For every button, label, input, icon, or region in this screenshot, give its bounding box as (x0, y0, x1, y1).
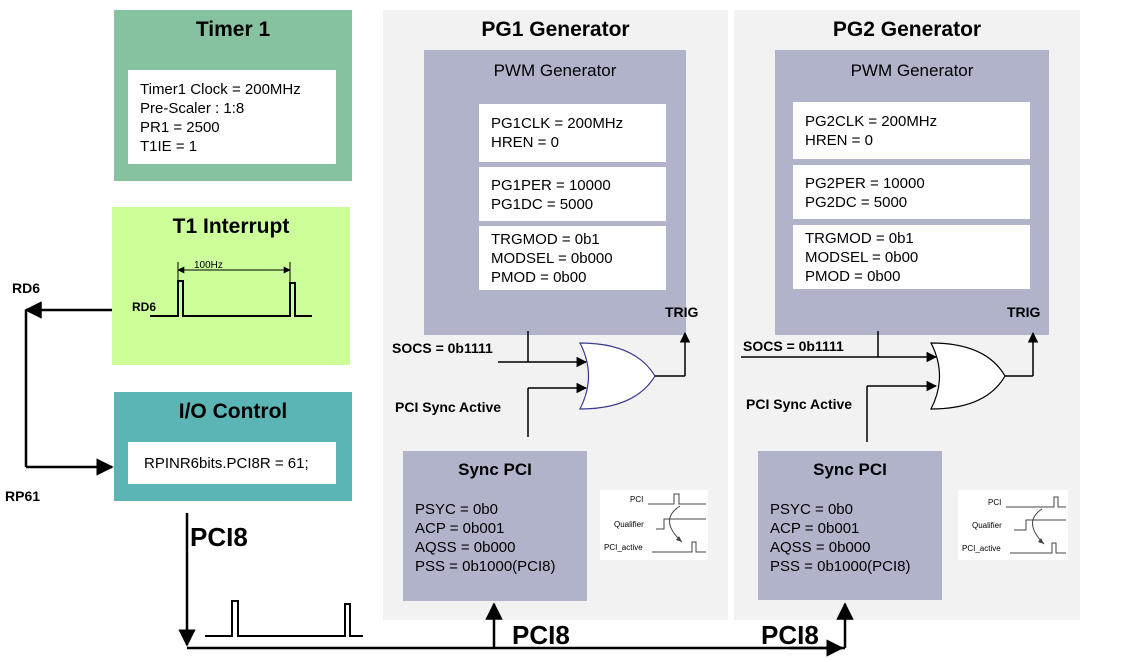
pg2-sync-line: AQSS = 0b000 (770, 539, 871, 556)
pg2-mode-line: MODSEL = 0b00 (805, 249, 919, 266)
pg2-trig-label: TRIG (1007, 304, 1041, 320)
pg1-socs-label: SOCS = 0b1111 (392, 340, 493, 356)
pg2-or-gate (930, 342, 1006, 410)
pci8-label-right: PCI8 (761, 620, 819, 650)
pg1-sync-line: PSYC = 0b0 (415, 501, 498, 518)
pci8-label-left: PCI8 (190, 522, 248, 552)
io-control-line: RPINR6bits.PCI8R = 61; (144, 455, 309, 472)
timer1-settings: Timer1 Clock = 200MHz Pre-Scaler : 1:8 P… (128, 70, 336, 164)
pg2-mode-box: TRGMOD = 0b1 MODSEL = 0b00 PMOD = 0b00 (793, 225, 1030, 289)
pci8-label-mid: PCI8 (512, 620, 570, 650)
pg1-sync-title: Sync PCI (458, 460, 532, 479)
pg1-mini-pci-active-label: PCI_active (604, 543, 643, 552)
pg2-title: PG2 Generator (832, 18, 982, 41)
pg1-sync-line: PSS = 0b1000(PCI8) (415, 558, 556, 575)
pg1-title: PG1 Generator (481, 18, 630, 41)
pg1-period-line: PG1PER = 10000 (491, 177, 611, 194)
t1-interrupt-title: T1 Interrupt (172, 215, 290, 238)
timer1-line: T1IE = 1 (140, 138, 198, 155)
rd6-pin-label: RD6 (12, 280, 41, 296)
pg2-pci-sync-active-label: PCI Sync Active (746, 396, 853, 412)
pg1-clock-box: PG1CLK = 200MHz HREN = 0 (479, 104, 666, 162)
pg1-timing-diagram: PCI Qualifier PCI_active (600, 490, 708, 560)
pg2-mini-pci-active-label: PCI_active (962, 544, 1001, 553)
pg2-mini-qualifier-label: Qualifier (972, 521, 1002, 530)
rd6-signal-label: RD6 (132, 300, 157, 314)
pg1-mini-qualifier-label: Qualifier (614, 520, 644, 529)
pg2-mini-pci-label: PCI (988, 498, 1002, 507)
pg1-clock-line: HREN = 0 (491, 134, 559, 151)
pg1-mode-box: TRGMOD = 0b1 MODSEL = 0b000 PMOD = 0b00 (479, 226, 666, 290)
pg1-period-box: PG1PER = 10000 PG1DC = 5000 (479, 167, 666, 221)
pg2-pwm-title: PWM Generator (850, 61, 974, 80)
io-control-setting: RPINR6bits.PCI8R = 61; (128, 442, 336, 484)
pg2-period-line: PG2DC = 5000 (805, 194, 908, 211)
pg1-mini-pci-label: PCI (630, 495, 644, 504)
period-label: 100Hz (194, 260, 223, 271)
io-control-block: I/O Control RPINR6bits.PCI8R = 61; (114, 392, 352, 501)
pg2-generator-panel: PG2 Generator PWM Generator PG2CLK = 200… (734, 10, 1080, 620)
pg1-sync-line: AQSS = 0b000 (415, 539, 516, 556)
io-control-title: I/O Control (178, 400, 288, 423)
rp61-pin-label: RP61 (5, 488, 41, 504)
pg1-or-gate (579, 342, 656, 410)
pg1-sync-line: ACP = 0b001 (415, 520, 505, 537)
pg1-mode-line: MODSEL = 0b000 (491, 250, 613, 267)
pg2-clock-line: PG2CLK = 200MHz (805, 113, 938, 130)
pg1-trig-label: TRIG (665, 304, 699, 320)
pg2-sync-pci-block: Sync PCI PSYC = 0b0 ACP = 0b001 AQSS = 0… (758, 451, 942, 600)
pg1-mode-line: TRGMOD = 0b1 (491, 231, 600, 248)
pg2-clock-box: PG2CLK = 200MHz HREN = 0 (793, 102, 1030, 159)
pg1-sync-pci-block: Sync PCI PSYC = 0b0 ACP = 0b001 AQSS = 0… (403, 451, 587, 601)
pg2-sync-line: ACP = 0b001 (770, 520, 860, 537)
pg1-mode-line: PMOD = 0b00 (491, 269, 587, 286)
timer1-line: Pre-Scaler : 1:8 (140, 100, 245, 117)
pg2-period-box: PG2PER = 10000 PG2DC = 5000 (793, 165, 1030, 219)
timer1-line: PR1 = 2500 (140, 119, 220, 136)
pg1-period-line: PG1DC = 5000 (491, 196, 594, 213)
pg1-pci-sync-active-label: PCI Sync Active (395, 399, 502, 415)
pg2-timing-diagram: PCI Qualifier PCI_active (958, 490, 1068, 560)
pg2-socs-label: SOCS = 0b1111 (743, 338, 844, 354)
timer1-title: Timer 1 (195, 18, 271, 41)
pg2-sync-line: PSS = 0b1000(PCI8) (770, 558, 911, 575)
timer1-block: Timer 1 Timer1 Clock = 200MHz Pre-Scaler… (114, 10, 352, 181)
pg2-clock-line: HREN = 0 (805, 132, 873, 149)
pg1-clock-line: PG1CLK = 200MHz (491, 115, 624, 132)
pg2-sync-line: PSYC = 0b0 (770, 501, 853, 518)
pg2-mode-line: TRGMOD = 0b1 (805, 230, 914, 247)
pg2-sync-settings: PSYC = 0b0 ACP = 0b001 AQSS = 0b000 PSS … (770, 500, 911, 576)
pg2-timing-waveforms (1006, 496, 1066, 554)
pg1-sync-settings: PSYC = 0b0 ACP = 0b001 AQSS = 0b000 PSS … (415, 500, 556, 576)
pg1-generator-panel: PG1 Generator PWM Generator PG1CLK = 200… (383, 10, 728, 620)
pg2-pwm-generator: PWM Generator PG2CLK = 200MHz HREN = 0 P… (775, 50, 1049, 335)
pg2-mode-line: PMOD = 0b00 (805, 268, 901, 285)
pg2-period-line: PG2PER = 10000 (805, 175, 925, 192)
pg2-sync-title: Sync PCI (813, 460, 887, 479)
pg1-pwm-generator: PWM Generator PG1CLK = 200MHz HREN = 0 P… (424, 50, 686, 335)
pg1-timing-waveforms (648, 493, 706, 553)
pg1-pwm-title: PWM Generator (493, 61, 617, 80)
timer1-line: Timer1 Clock = 200MHz (140, 81, 301, 98)
t1-interrupt-waveform (150, 280, 312, 317)
t1-interrupt-block: T1 Interrupt 100Hz RD6 (112, 207, 350, 365)
pci8-waveform (205, 600, 363, 637)
